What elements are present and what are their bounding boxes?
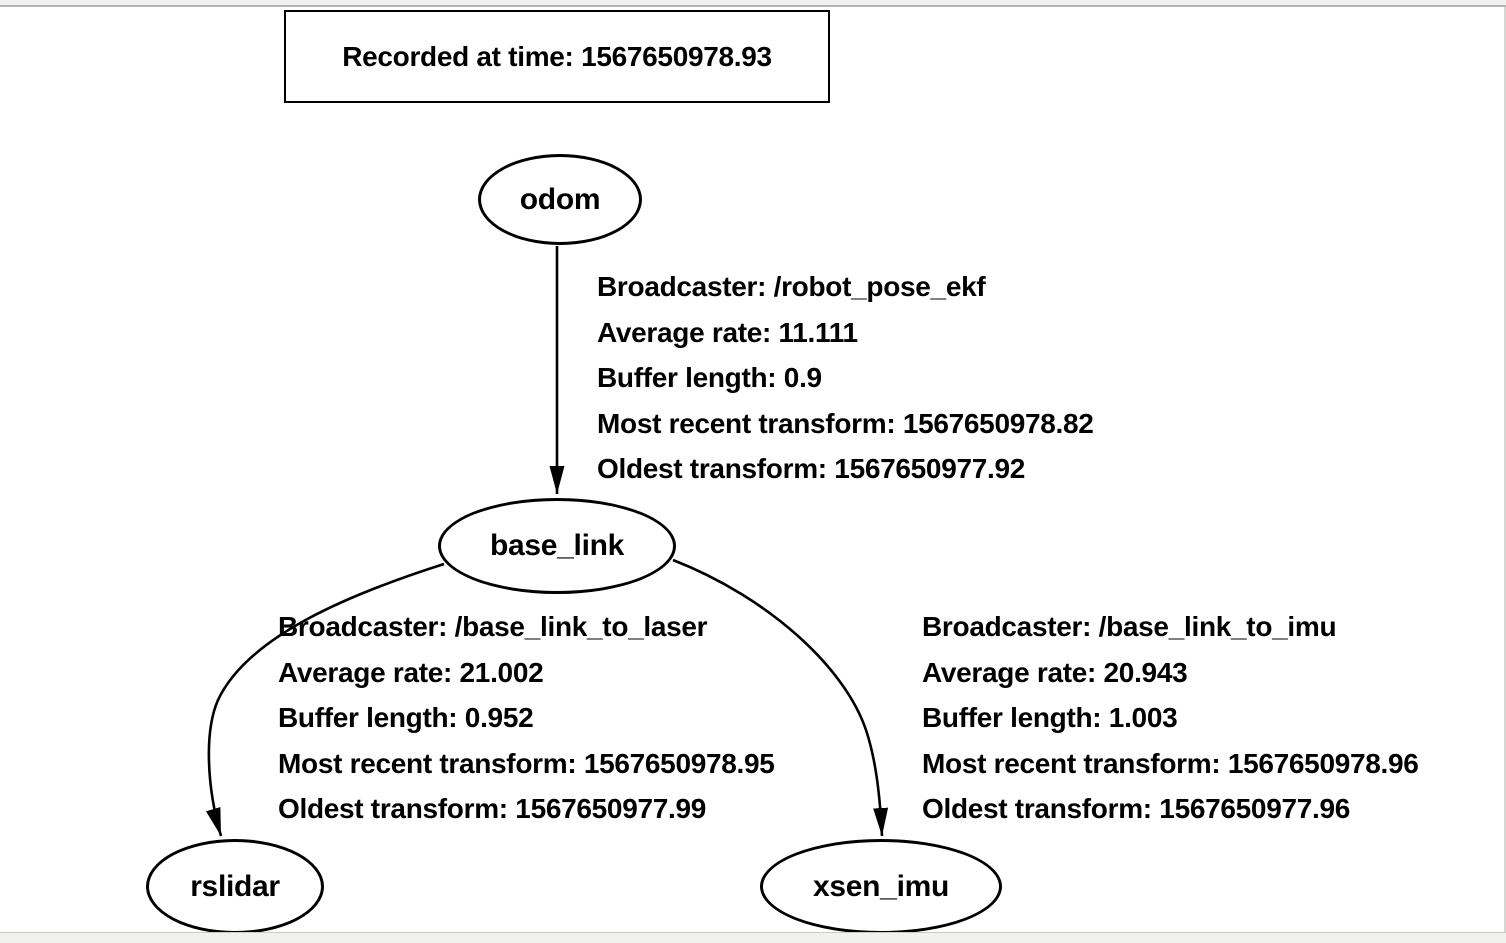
node-label-odom: odom	[519, 182, 601, 216]
edge-info-line-oldest: Oldest transform: 1567650977.99	[278, 793, 707, 824]
edge-info-base-link-rslidar: Broadcaster: /base_link_to_laser Average…	[278, 604, 775, 832]
graph-node-xsen-imu: xsen_imu	[760, 839, 1002, 934]
window-right-edge	[1504, 7, 1506, 932]
edge-info-line-most-recent: Most recent transform: 1567650978.96	[922, 747, 1419, 779]
recorded-time-label: Recorded at time: 1567650978.93	[342, 40, 772, 72]
edge-info-odom-base-link: Broadcaster: /robot_pose_ekf Average rat…	[597, 264, 1094, 492]
node-label-xsen-imu: xsen_imu	[813, 869, 949, 903]
edge-info-line-buffer-length: Buffer length: 1.003	[922, 702, 1178, 733]
edge-base-link-to-rslidar	[205, 562, 445, 837]
edge-info-line-broadcaster: Broadcaster: /robot_pose_ekf	[597, 271, 986, 302]
edge-info-line-average-rate: Average rate: 11.111	[597, 316, 858, 348]
graph-node-base-link: base_link	[438, 498, 676, 594]
edge-info-base-link-xsen-imu: Broadcaster: /base_link_to_imu Average r…	[922, 604, 1419, 832]
graph-node-rslidar: rslidar	[146, 839, 324, 934]
edge-base-link-to-xsen-imu	[672, 558, 889, 837]
edge-info-line-broadcaster: Broadcaster: /base_link_to_imu	[922, 611, 1337, 642]
edge-info-line-buffer-length: Buffer length: 0.9	[597, 362, 822, 393]
edge-info-line-buffer-length: Buffer length: 0.952	[278, 702, 534, 733]
edge-info-line-average-rate: Average rate: 21.002	[278, 656, 544, 688]
node-label-rslidar: rslidar	[190, 869, 280, 903]
edge-info-line-oldest: Oldest transform: 1567650977.92	[597, 453, 1026, 484]
window-bottom-scrollbar-track	[0, 932, 1506, 943]
window-top-edge	[0, 0, 1506, 7]
edge-info-line-oldest: Oldest transform: 1567650977.96	[922, 793, 1351, 824]
node-label-base-link: base_link	[489, 529, 625, 562]
edge-info-line-broadcaster: Broadcaster: /base_link_to_laser	[278, 611, 708, 642]
edge-info-line-most-recent: Most recent transform: 1567650978.95	[278, 747, 775, 779]
recorded-time-box: Recorded at time: 1567650978.93	[284, 10, 830, 103]
edge-info-line-most-recent: Most recent transform: 1567650978.82	[597, 407, 1094, 439]
graph-node-odom: odom	[478, 154, 642, 245]
edge-info-line-average-rate: Average rate: 20.943	[922, 656, 1188, 688]
